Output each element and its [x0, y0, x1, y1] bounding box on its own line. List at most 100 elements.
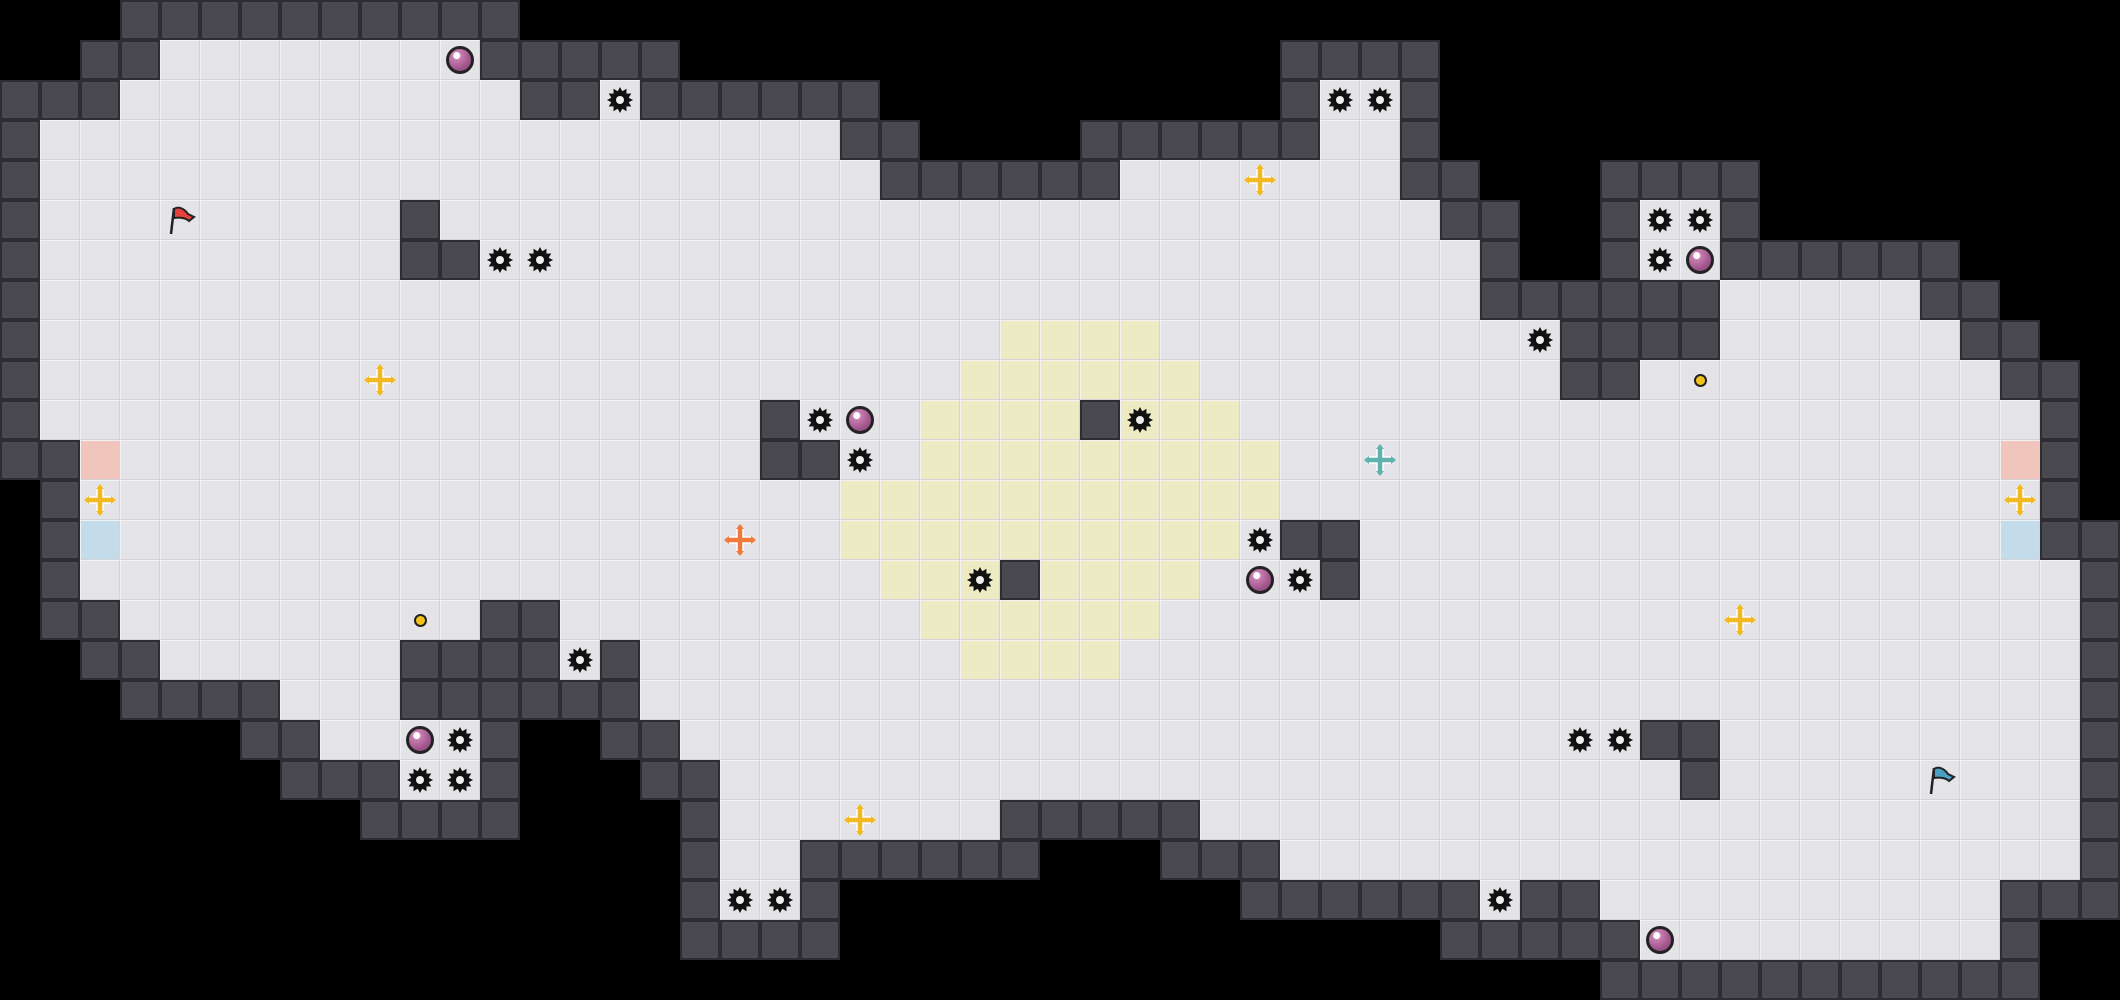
- floor-tile: [640, 600, 680, 640]
- floor-tile: [1360, 560, 1400, 600]
- floor-tile: [440, 440, 480, 480]
- floor-tile: [1400, 240, 1440, 280]
- floor-tile: [760, 520, 800, 560]
- floor-tile: [1440, 840, 1480, 880]
- floor-tile: [320, 720, 360, 760]
- floor-tile: [1720, 400, 1760, 440]
- floor-tile: [680, 280, 720, 320]
- wall-tile: [560, 680, 600, 720]
- wall-tile: [1120, 800, 1160, 840]
- floor-tile: [1560, 800, 1600, 840]
- floor-tile: [1840, 400, 1880, 440]
- floor-tile: [760, 720, 800, 760]
- wall-tile: [120, 40, 160, 80]
- floor-tile: [1160, 720, 1200, 760]
- floor-tile: [800, 520, 840, 560]
- floor-tile: [1200, 160, 1240, 200]
- floor-tile: [1600, 760, 1640, 800]
- floor-tile: [1760, 320, 1800, 360]
- floor-tile: [160, 600, 200, 640]
- floor-tile: [1400, 800, 1440, 840]
- floor-tile: [1680, 800, 1720, 840]
- wall-tile: [520, 640, 560, 680]
- floor-tile: [1360, 800, 1400, 840]
- wall-tile: [1440, 160, 1480, 200]
- floor-tile: [1360, 600, 1400, 640]
- floor-tile: [920, 280, 960, 320]
- bomb-icon: [1640, 920, 1680, 960]
- zone-tile: [1080, 640, 1120, 680]
- floor-tile: [840, 720, 880, 760]
- floor-tile: [2000, 560, 2040, 600]
- floor-tile: [1120, 160, 1160, 200]
- floor-tile: [920, 200, 960, 240]
- floor-tile: [1240, 800, 1280, 840]
- floor-tile: [1200, 320, 1240, 360]
- floor-tile: [1960, 360, 2000, 400]
- floor-tile: [720, 120, 760, 160]
- spike-icon: [760, 880, 800, 920]
- floor-tile: [1320, 760, 1360, 800]
- zone-tile: [920, 520, 960, 560]
- wall-tile: [1200, 120, 1240, 160]
- wall-tile: [1480, 240, 1520, 280]
- floor-tile: [640, 200, 680, 240]
- floor-tile: [1160, 320, 1200, 360]
- zone-tile: [1080, 320, 1120, 360]
- floor-tile: [1280, 640, 1320, 680]
- zone-tile: [840, 480, 880, 520]
- floor-tile: [1440, 280, 1480, 320]
- floor-tile: [1800, 600, 1840, 640]
- floor-tile: [720, 800, 760, 840]
- zone-tile: [1200, 400, 1240, 440]
- floor-tile: [1760, 720, 1800, 760]
- floor-tile: [1280, 320, 1320, 360]
- floor-tile: [1480, 560, 1520, 600]
- floor-tile: [1800, 920, 1840, 960]
- zone-tile: [880, 480, 920, 520]
- wall-tile: [1640, 280, 1680, 320]
- floor-tile: [800, 280, 840, 320]
- floor-tile: [1680, 560, 1720, 600]
- floor-tile: [1840, 280, 1880, 320]
- wall-tile: [2080, 880, 2120, 920]
- floor-tile: [1280, 840, 1320, 880]
- wall-tile: [1600, 240, 1640, 280]
- wall-tile: [1320, 560, 1360, 600]
- wall-tile: [1480, 280, 1520, 320]
- floor-tile: [240, 280, 280, 320]
- wall-tile: [400, 680, 440, 720]
- wall-tile: [0, 360, 40, 400]
- floor-tile: [1920, 440, 1960, 480]
- wall-tile: [1960, 320, 2000, 360]
- floor-tile: [120, 280, 160, 320]
- spike-icon: [1640, 200, 1680, 240]
- floor-tile: [280, 80, 320, 120]
- floor-tile: [1520, 640, 1560, 680]
- floor-tile: [1520, 760, 1560, 800]
- floor-tile: [360, 560, 400, 600]
- floor-tile: [1840, 320, 1880, 360]
- floor-tile: [880, 720, 920, 760]
- floor-tile: [280, 240, 320, 280]
- floor-tile: [1760, 280, 1800, 320]
- zone-tile: [1120, 360, 1160, 400]
- wall-tile: [720, 80, 760, 120]
- floor-tile: [240, 480, 280, 520]
- wall-tile: [1640, 320, 1680, 360]
- floor-tile: [600, 200, 640, 240]
- wall-tile: [1600, 920, 1640, 960]
- zone-tile: [1160, 480, 1200, 520]
- wall-tile: [640, 40, 680, 80]
- wall-tile: [480, 0, 520, 40]
- floor-tile: [560, 400, 600, 440]
- wall-tile: [160, 680, 200, 720]
- floor-tile: [280, 680, 320, 720]
- wall-tile: [520, 80, 560, 120]
- floor-tile: [320, 200, 360, 240]
- floor-tile: [800, 120, 840, 160]
- floor-tile: [1800, 400, 1840, 440]
- spike-icon: [1480, 880, 1520, 920]
- floor-tile: [1840, 760, 1880, 800]
